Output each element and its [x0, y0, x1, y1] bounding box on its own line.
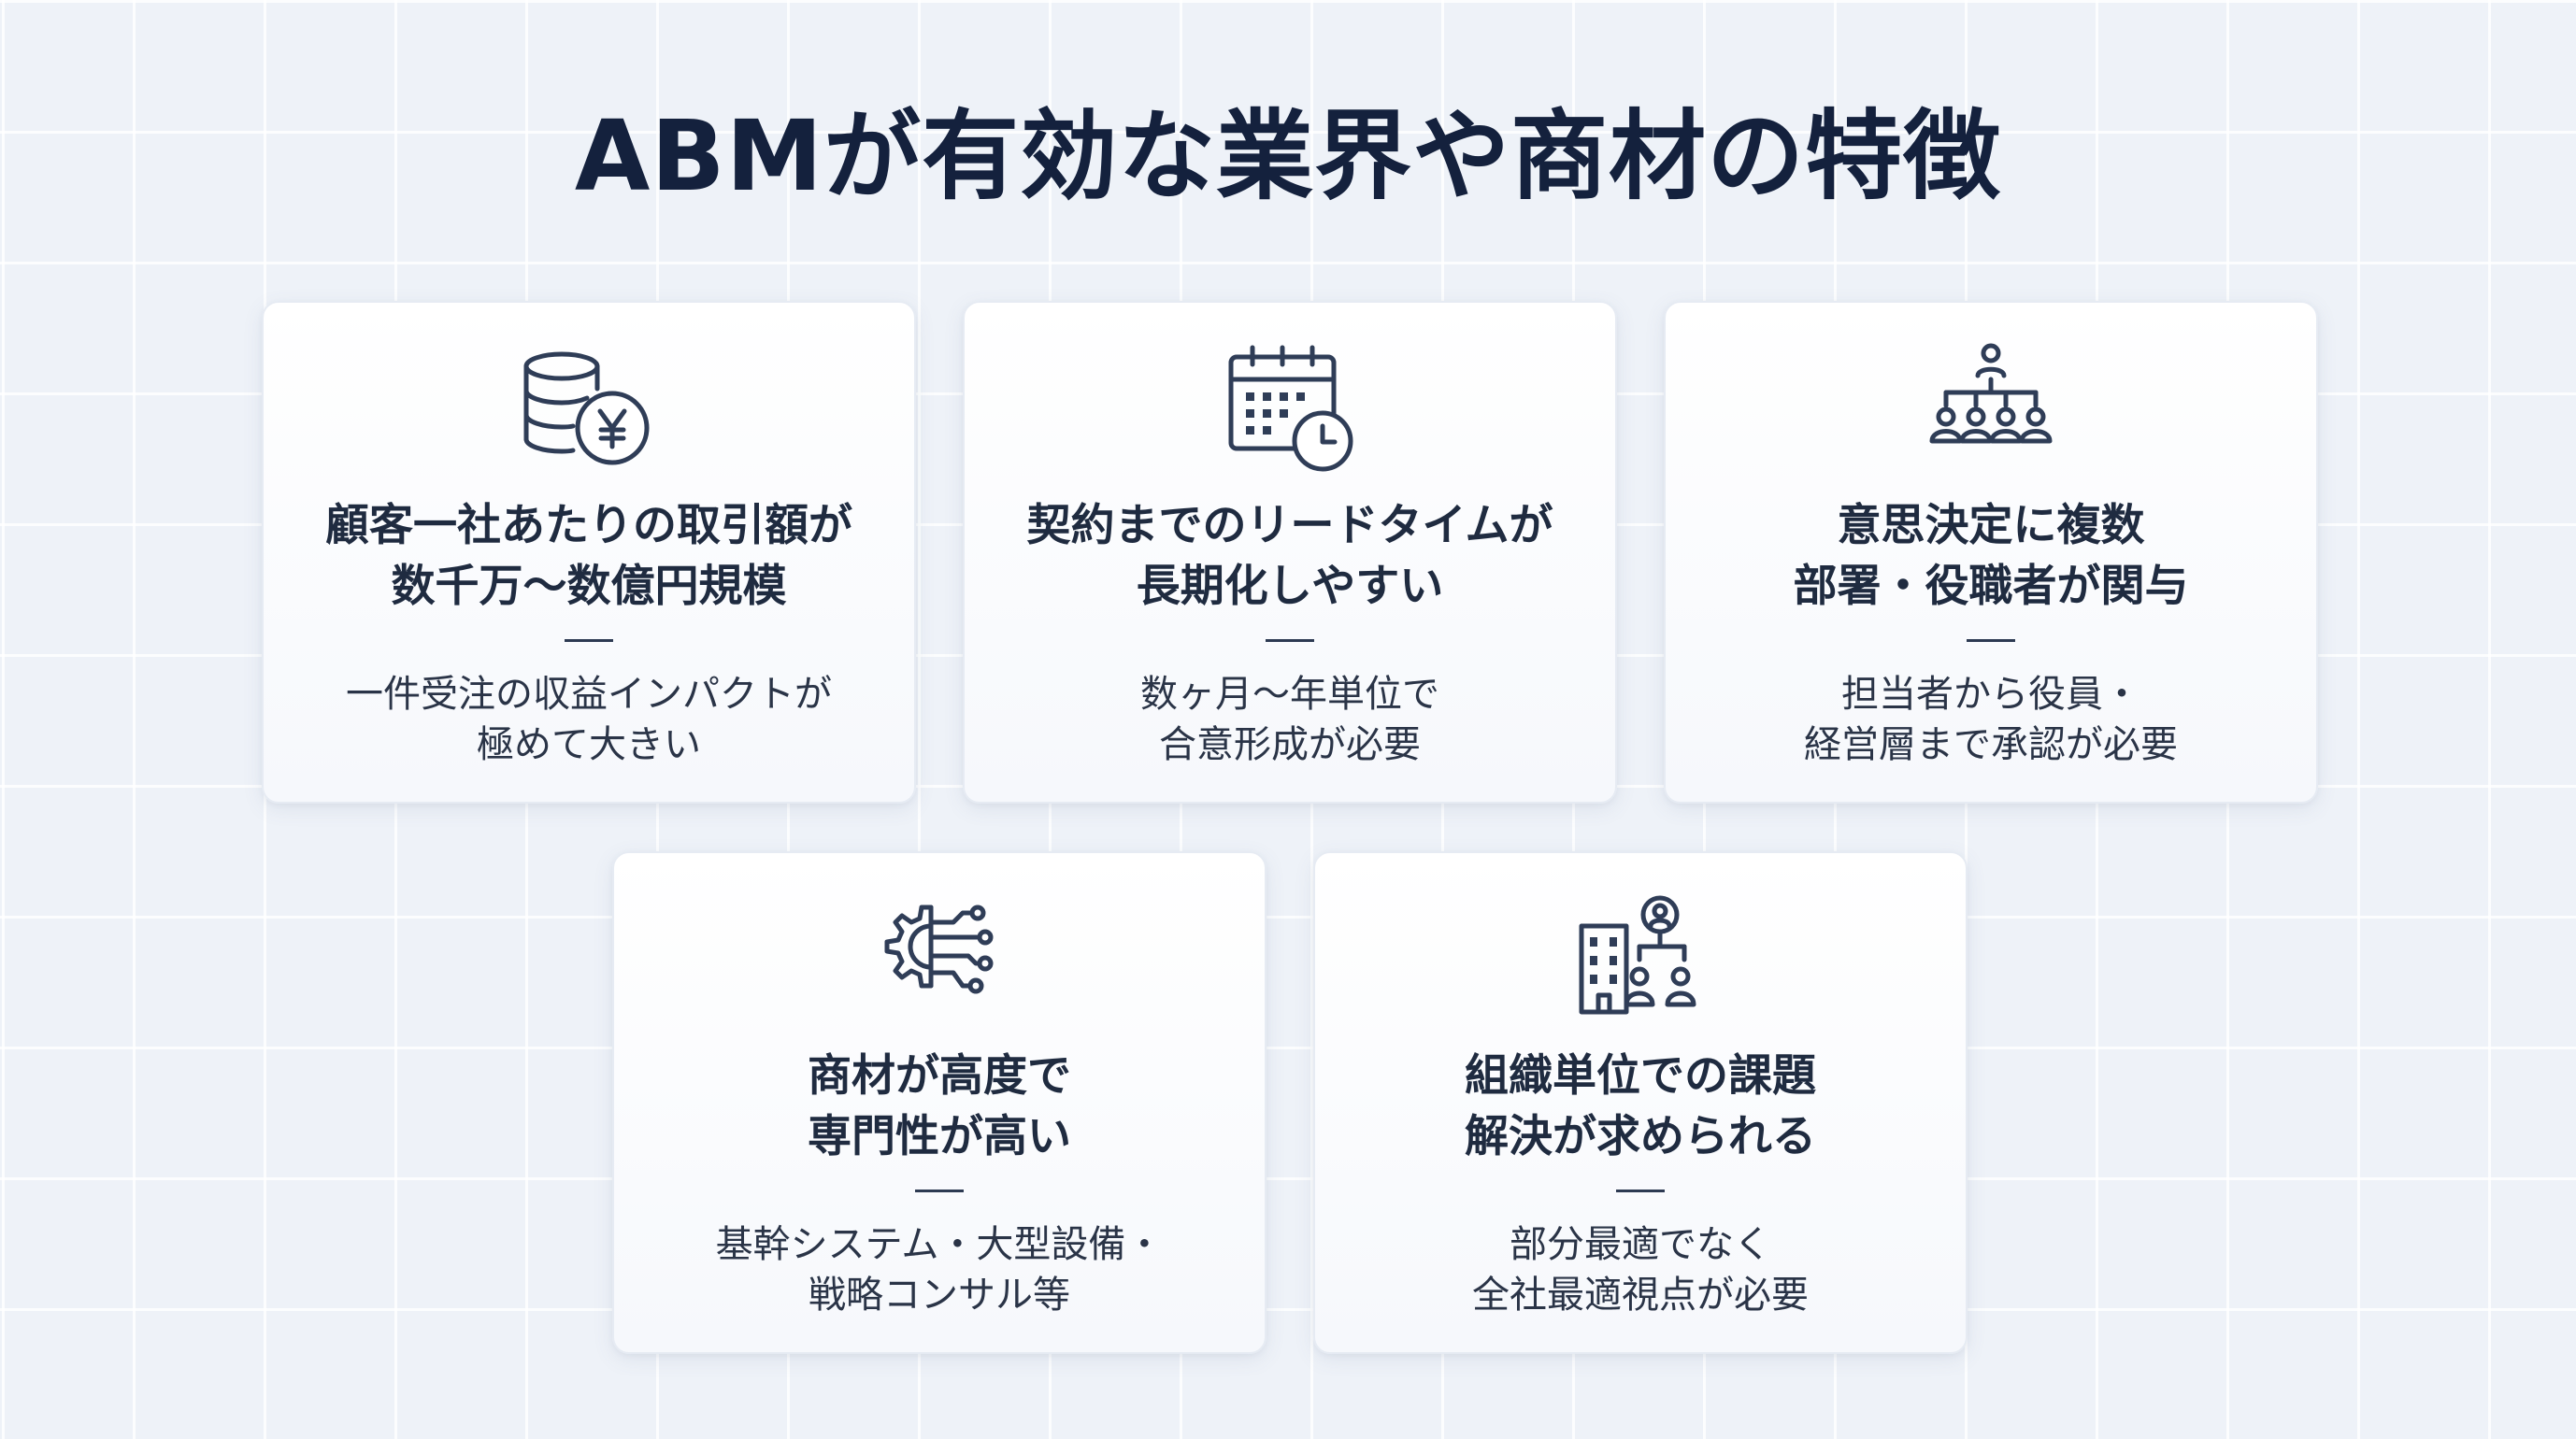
feature-card-deal-size: 顧客一社あたりの取引額が 数千万〜数億円規模 一件受注の収益インパクトが 極めて…: [262, 301, 916, 804]
card-description: 基幹システム・大型設備・ 戦略コンサル等: [715, 1223, 1164, 1317]
feature-card-lead-time: 契約までのリードタイムが 長期化しやすい 数ヶ月〜年単位で 合意形成が必要: [963, 301, 1617, 804]
card-description: 部分最適でなく 全社最適視点が必要: [1472, 1223, 1809, 1317]
card-heading: 意思決定に複数 部署・役職者が関与: [1793, 500, 2189, 612]
card-heading: 組織単位での課題 解決が求められる: [1465, 1050, 1816, 1162]
divider: [565, 639, 613, 642]
divider: [915, 1190, 964, 1192]
card-description: 担当者から役員・ 経営層まで承認が必要: [1804, 673, 2178, 766]
building-team-icon: [1561, 889, 1720, 1029]
feature-card-decision-makers: 意思決定に複数 部署・役職者が関与 担当者から役員・ 経営層まで承認が必要: [1664, 301, 2318, 804]
feature-card-specialized-product: 商材が高度で 専門性が高い 基幹システム・大型設備・ 戦略コンサル等: [612, 851, 1267, 1354]
card-heading: 顧客一社あたりの取引額が 数千万〜数億円規模: [325, 500, 852, 612]
card-description: 数ヶ月〜年単位で 合意形成が必要: [1140, 673, 1439, 766]
feature-card-organizational-problem: 組織単位での課題 解決が求められる 部分最適でなく 全社最適視点が必要: [1313, 851, 1968, 1354]
calendar-clock-icon: [1210, 338, 1369, 478]
divider: [1616, 1190, 1665, 1192]
card-description: 一件受注の収益インパクトが 極めて大きい: [346, 673, 832, 766]
card-heading: 契約までのリードタイムが 長期化しやすい: [1026, 500, 1553, 612]
gear-circuit-icon: [860, 889, 1019, 1029]
org-chart-icon: [1911, 338, 2070, 478]
coins-yen-icon: [509, 338, 668, 478]
divider: [1266, 639, 1314, 642]
page-title: ABMが有効な業界や商材の特徴: [574, 99, 2002, 213]
divider: [1967, 639, 2015, 642]
card-heading: 商材が高度で 専門性が高い: [808, 1050, 1071, 1162]
